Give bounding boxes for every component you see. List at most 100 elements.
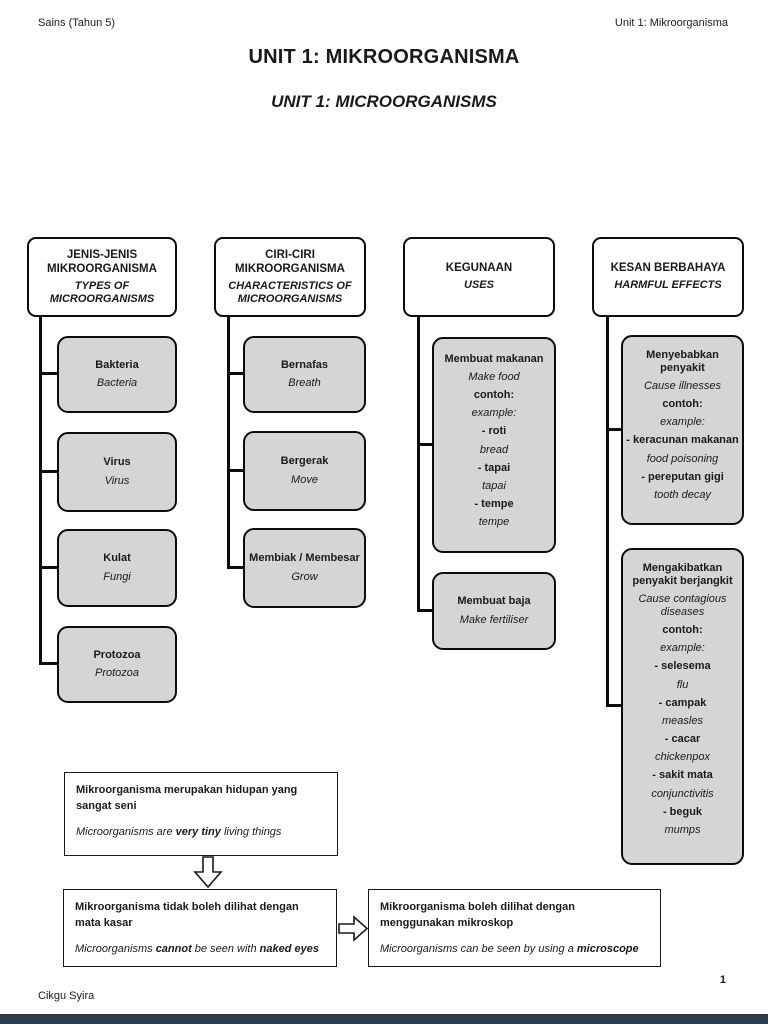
box-line: Cause illnesses	[643, 379, 722, 392]
column-header-characteristics: CIRI-CIRI MIKROORGANISMA CHARACTERISTICS…	[214, 237, 366, 317]
column-title-my: KESAN BERBAHAYA	[610, 262, 726, 275]
box-line: - pereputan gigi	[641, 470, 724, 483]
flow-text-en: Microorganisms are very tiny living thin…	[76, 825, 326, 840]
box-line: conjunctivitis	[651, 787, 714, 800]
flow-box-microscope: Mikroorganisma boleh dilihat dengan meng…	[368, 889, 661, 967]
box-line: Move	[291, 473, 318, 486]
text-segment: cannot	[155, 943, 192, 955]
box-line: tapai	[482, 479, 506, 492]
box-line: measles	[662, 714, 703, 727]
page-title: UNIT 1: MIKROORGANISMA	[248, 46, 520, 68]
box-line: Breath	[288, 377, 321, 390]
text-segment: Microorganisms can be seen by using a	[380, 943, 577, 955]
box-line: - roti	[481, 425, 507, 438]
box-line: mumps	[664, 824, 701, 837]
box-line: Grow	[291, 570, 318, 583]
header-course-label: Sains (Tahun 5)	[38, 17, 116, 29]
box-line: contoh:	[473, 388, 515, 401]
column-title-en: TYPES OF MICROORGANISMS	[49, 279, 155, 306]
box-line: Fungi	[103, 570, 131, 583]
box-line: food poisoning	[646, 452, 719, 465]
column-title-en: USES	[464, 279, 494, 292]
box-line: tooth decay	[654, 488, 711, 501]
column-title-my: CIRI-CIRI MIKROORGANISMA	[235, 248, 345, 275]
box-line: example:	[471, 407, 517, 420]
box-line: bread	[479, 443, 509, 456]
box-line: Make food	[468, 370, 520, 383]
box-line: chickenpox	[654, 751, 711, 764]
flow-text-my: Mikroorganisma merupakan hidupan yang sa…	[76, 784, 298, 812]
box-line: example:	[660, 642, 705, 655]
flow-box-naked-eyes: Mikroorganisma tidak boleh dilihat denga…	[63, 889, 337, 967]
box-line: contoh:	[662, 397, 703, 410]
connector-stub	[39, 566, 58, 569]
box-line: Virus	[104, 474, 130, 487]
text-segment: microscope	[576, 943, 639, 955]
connector-stub	[606, 428, 622, 431]
flow-text-my: Mikroorganisma tidak boleh dilihat denga…	[75, 901, 299, 929]
box-line: Protozoa	[93, 648, 141, 661]
column-header-harmful-effects: KESAN BERBAHAYA HARMFUL EFFECTS	[592, 237, 744, 317]
box-line: contoh:	[662, 623, 703, 636]
box-line: - sakit mata	[652, 769, 713, 782]
text-segment: Microorganisms are	[76, 826, 176, 838]
box-line: Protozoa	[94, 667, 140, 680]
box-line: - cacar	[664, 733, 701, 746]
connector-stub	[417, 443, 433, 446]
box-line: Menyebabkan penyakit	[646, 348, 719, 374]
box-line: Bakteria	[95, 358, 139, 371]
box-line: Kulat	[103, 552, 131, 565]
page-subtitle: UNIT 1: MICROORGANISMS	[271, 92, 497, 111]
box-line: - tempe	[474, 498, 514, 511]
box-line: Make fertiliser	[459, 613, 529, 626]
flow-box-very-tiny: Mikroorganisma merupakan hidupan yang sa…	[64, 772, 338, 856]
connector-stub	[227, 372, 244, 375]
box-line: Mengakibatkan penyakit berjangkit	[632, 561, 733, 587]
text-segment: naked eyes	[259, 943, 319, 955]
box-line: flu	[676, 678, 689, 691]
text-segment: very tiny	[175, 826, 221, 838]
text-segment: be seen with	[191, 943, 260, 955]
box-line: - beguk	[662, 805, 703, 818]
box-line: Cause contagious diseases	[638, 592, 727, 618]
box-line: Bernafas	[280, 358, 329, 371]
connector-vline-types	[39, 315, 42, 665]
connector-stub	[39, 372, 58, 375]
down-arrow-icon	[193, 856, 223, 889]
viewer-bottom-bar	[0, 1014, 768, 1024]
box-line: Bergerak	[280, 455, 329, 468]
box-line: example:	[660, 416, 705, 429]
box-line: Bacteria	[96, 377, 138, 390]
column-title-my: JENIS-JENIS MIKROORGANISMA	[47, 248, 157, 275]
column-header-uses: KEGUNAAN USES	[403, 237, 555, 317]
box-line: - keracunan makanan	[626, 434, 739, 447]
box-line: Membiak / Membesar	[249, 552, 360, 565]
text-segment: Microorganisms	[75, 943, 156, 955]
page-number: 1	[719, 974, 726, 986]
flow-text-en: Microorganisms can be seen by using a mi…	[380, 942, 649, 957]
box-line: Membuat makanan	[444, 352, 544, 365]
column-title-en: CHARACTERISTICS OF MICROORGANISMS	[228, 279, 352, 306]
connector-stub	[227, 566, 244, 569]
box-line: Membuat baja	[457, 595, 531, 608]
header-unit-label: Unit 1: Mikroorganisma	[614, 17, 728, 29]
column-header-types: JENIS-JENIS MIKROORGANISMA TYPES OF MICR…	[27, 237, 177, 317]
connector-stub	[39, 470, 58, 473]
box-line: - tapai	[477, 461, 511, 474]
connector-vline-uses	[417, 315, 420, 612]
connector-vline-harmful	[606, 315, 609, 707]
box-line: - selesema	[654, 660, 711, 673]
box-line: - campak	[658, 696, 707, 709]
flow-text-en: Microorganisms cannot be seen with naked…	[75, 942, 325, 957]
box-line: tempe	[478, 516, 510, 529]
right-arrow-icon	[338, 915, 369, 942]
